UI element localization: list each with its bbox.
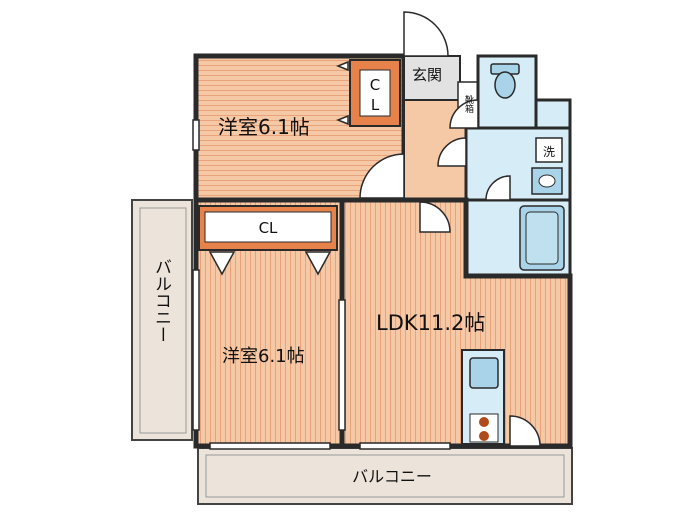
label-western-room-upper: 洋室6.1帖 [218,115,310,139]
door-toilet[interactable] [449,99,479,129]
door-upper-closet-bottom [335,114,349,126]
label-balcony-south: バルコニー [352,467,432,486]
door-entrance[interactable] [403,11,449,57]
door-bathroom[interactable] [485,175,511,201]
sink-icon [531,167,563,195]
label-ldk: LDK11.2帖 [376,311,485,335]
door-lower-closet-right [304,251,332,276]
label-balcony-west: バルコニー [151,258,171,343]
door-upper-room[interactable] [359,153,405,199]
toilet-icon [490,63,520,99]
label-closet-lower: CL [259,219,278,237]
entrance-floor [403,55,461,101]
window-lower-room [192,269,200,431]
label-shoe-box: 靴箱 [463,94,474,114]
label-closet-upper-c: C [370,76,380,94]
washing-machine-area [535,137,563,163]
window-lower-room-south [209,442,331,450]
label-entrance: 玄関 [412,66,442,84]
door-lower-closet-left [208,251,236,276]
door-upper-closet-top [335,60,349,72]
kitchen-counter [461,349,505,445]
window-upper-room [192,119,200,151]
balcony-west [131,199,193,441]
label-closet-upper-l: L [371,96,380,114]
window-ldk-west [338,299,346,431]
door-washroom[interactable] [437,137,467,167]
balcony-south [197,447,573,505]
bathtub-icon [519,205,565,271]
window-ldk-south [359,442,451,450]
label-western-room-lower: 洋室6.1帖 [222,346,305,367]
door-ldk[interactable] [419,201,451,233]
door-balcony[interactable] [509,415,541,447]
label-washroom: 洗 [543,145,555,159]
